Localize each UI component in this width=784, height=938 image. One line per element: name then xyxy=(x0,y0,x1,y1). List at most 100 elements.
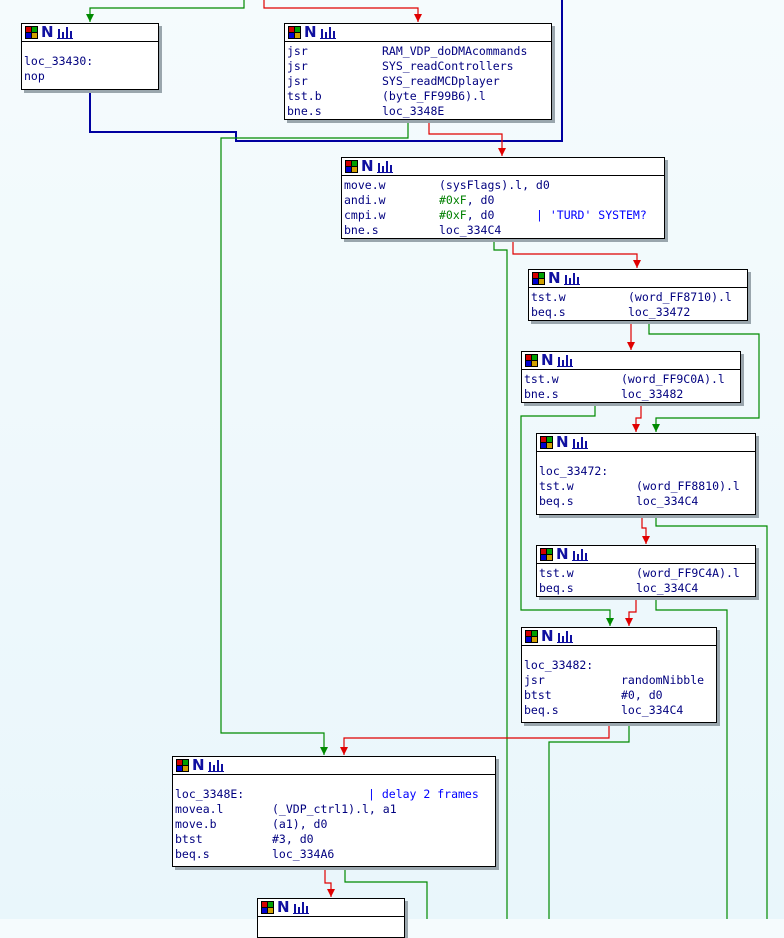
mnemonic: jsr xyxy=(524,673,545,687)
chart-icon[interactable] xyxy=(207,759,224,772)
operand: SYS_readControllers xyxy=(382,59,514,73)
color-palette-icon[interactable] xyxy=(525,354,538,367)
color-palette-icon[interactable] xyxy=(25,26,38,39)
code-label: loc_33430: xyxy=(24,54,94,68)
code-label: loc_33482: xyxy=(524,658,594,672)
operand: #0, d0 xyxy=(621,688,663,702)
node-n-icon[interactable]: N xyxy=(548,269,561,287)
mnemonic: cmpi.w xyxy=(344,208,386,222)
mnemonic: tst.w xyxy=(539,479,574,493)
color-palette-icon[interactable] xyxy=(176,759,189,772)
node-header: N xyxy=(537,546,755,564)
instruction-line[interactable]: tst.b(byte_FF99B6).l xyxy=(287,89,549,104)
mnemonic: bne.s xyxy=(287,104,322,118)
instruction-line[interactable]: tst.w(word_FF9C4A).l xyxy=(539,566,753,581)
instruction-line[interactable]: btst #0, d0 xyxy=(524,688,714,703)
instruction-line[interactable]: btst#3, d0 xyxy=(175,832,493,847)
color-palette-icon[interactable] xyxy=(261,901,274,914)
instruction-line[interactable]: cmpi.w#0xF, d0| 'TURD' SYSTEM? xyxy=(344,208,662,223)
color-palette-icon[interactable] xyxy=(540,436,553,449)
chart-icon[interactable] xyxy=(571,436,588,449)
mnemonic: jsr xyxy=(287,44,308,58)
node-header: N xyxy=(537,434,755,452)
chart-icon[interactable] xyxy=(563,272,580,285)
node-header: N xyxy=(342,158,664,176)
node-header: N xyxy=(522,352,740,370)
instruction-line[interactable]: tst.w(word_FF9C0A).l xyxy=(524,372,738,387)
node-n-icon[interactable]: N xyxy=(541,351,554,369)
chart-icon[interactable] xyxy=(292,901,309,914)
instruction-line[interactable]: jsr randomNibble xyxy=(524,673,714,688)
mnemonic: btst xyxy=(524,688,552,702)
instruction-line[interactable]: nop xyxy=(24,69,156,84)
operand: loc_33472 xyxy=(628,305,691,319)
color-palette-icon[interactable] xyxy=(345,160,358,173)
node-n-icon[interactable]: N xyxy=(556,433,569,451)
node-n-icon[interactable]: N xyxy=(304,23,317,41)
color-palette-icon[interactable] xyxy=(525,630,538,643)
instruction-line[interactable]: move.w(sysFlags).l, d0 xyxy=(344,178,662,193)
color-palette-icon[interactable] xyxy=(540,548,553,561)
node-n-icon[interactable]: N xyxy=(41,23,54,41)
instruction-line[interactable]: tst.w(word_FF8810).l xyxy=(539,479,753,494)
mnemonic: tst.w xyxy=(524,372,559,386)
node-header: N xyxy=(22,24,158,42)
operand: randomNibble xyxy=(621,673,705,687)
instruction-line[interactable]: tst.w(word_FF8710).l xyxy=(531,290,745,305)
instruction-line[interactable]: movea.l(_VDP_ctrl1).l, a1 xyxy=(175,802,493,817)
edge-33482-to-334c4 xyxy=(548,723,630,919)
color-palette-icon[interactable] xyxy=(288,26,301,39)
hex-constant: #0xF xyxy=(439,208,467,222)
instruction-line[interactable]: beq.s loc_33472 xyxy=(531,305,745,320)
node-n-icon[interactable]: N xyxy=(361,157,374,175)
chart-icon[interactable] xyxy=(556,630,573,643)
chart-icon[interactable] xyxy=(319,26,336,39)
operand-rest: , d0 xyxy=(466,193,495,207)
node-n-icon[interactable]: N xyxy=(541,627,554,645)
edge-ff9c0a-to-33482 xyxy=(520,403,611,626)
node-n-icon[interactable]: N xyxy=(556,545,569,563)
node-n-icon[interactable]: N xyxy=(192,756,205,774)
instruction-line[interactable]: jsr SYS_readControllers xyxy=(287,59,549,74)
operand-rest: , d0 xyxy=(466,208,495,222)
node-header: N xyxy=(529,270,747,288)
node-n-icon[interactable]: N xyxy=(277,898,290,916)
instruction-line[interactable]: andi.w#0xF, d0 xyxy=(344,193,662,208)
code-comment: | delay 2 frames xyxy=(368,787,479,801)
label-line: loc_3348E:| delay 2 frames xyxy=(175,787,493,802)
mnemonic: beq.s xyxy=(531,305,566,319)
edge-33482-to-3348e xyxy=(343,723,610,755)
operand: #0xF, d0 xyxy=(439,208,494,223)
chart-icon[interactable] xyxy=(376,160,393,173)
mnemonic: beq.s xyxy=(524,703,559,717)
code-block-bottom[interactable]: N xyxy=(257,898,405,938)
code-label: loc_33472: xyxy=(539,464,609,478)
chart-icon[interactable] xyxy=(56,26,73,39)
chart-icon[interactable] xyxy=(556,354,573,367)
instruction-line[interactable]: move.b(a1), d0 xyxy=(175,817,493,832)
chart-icon[interactable] xyxy=(571,548,588,561)
mnemonic: jsr xyxy=(287,59,308,73)
color-palette-icon[interactable] xyxy=(532,272,545,285)
